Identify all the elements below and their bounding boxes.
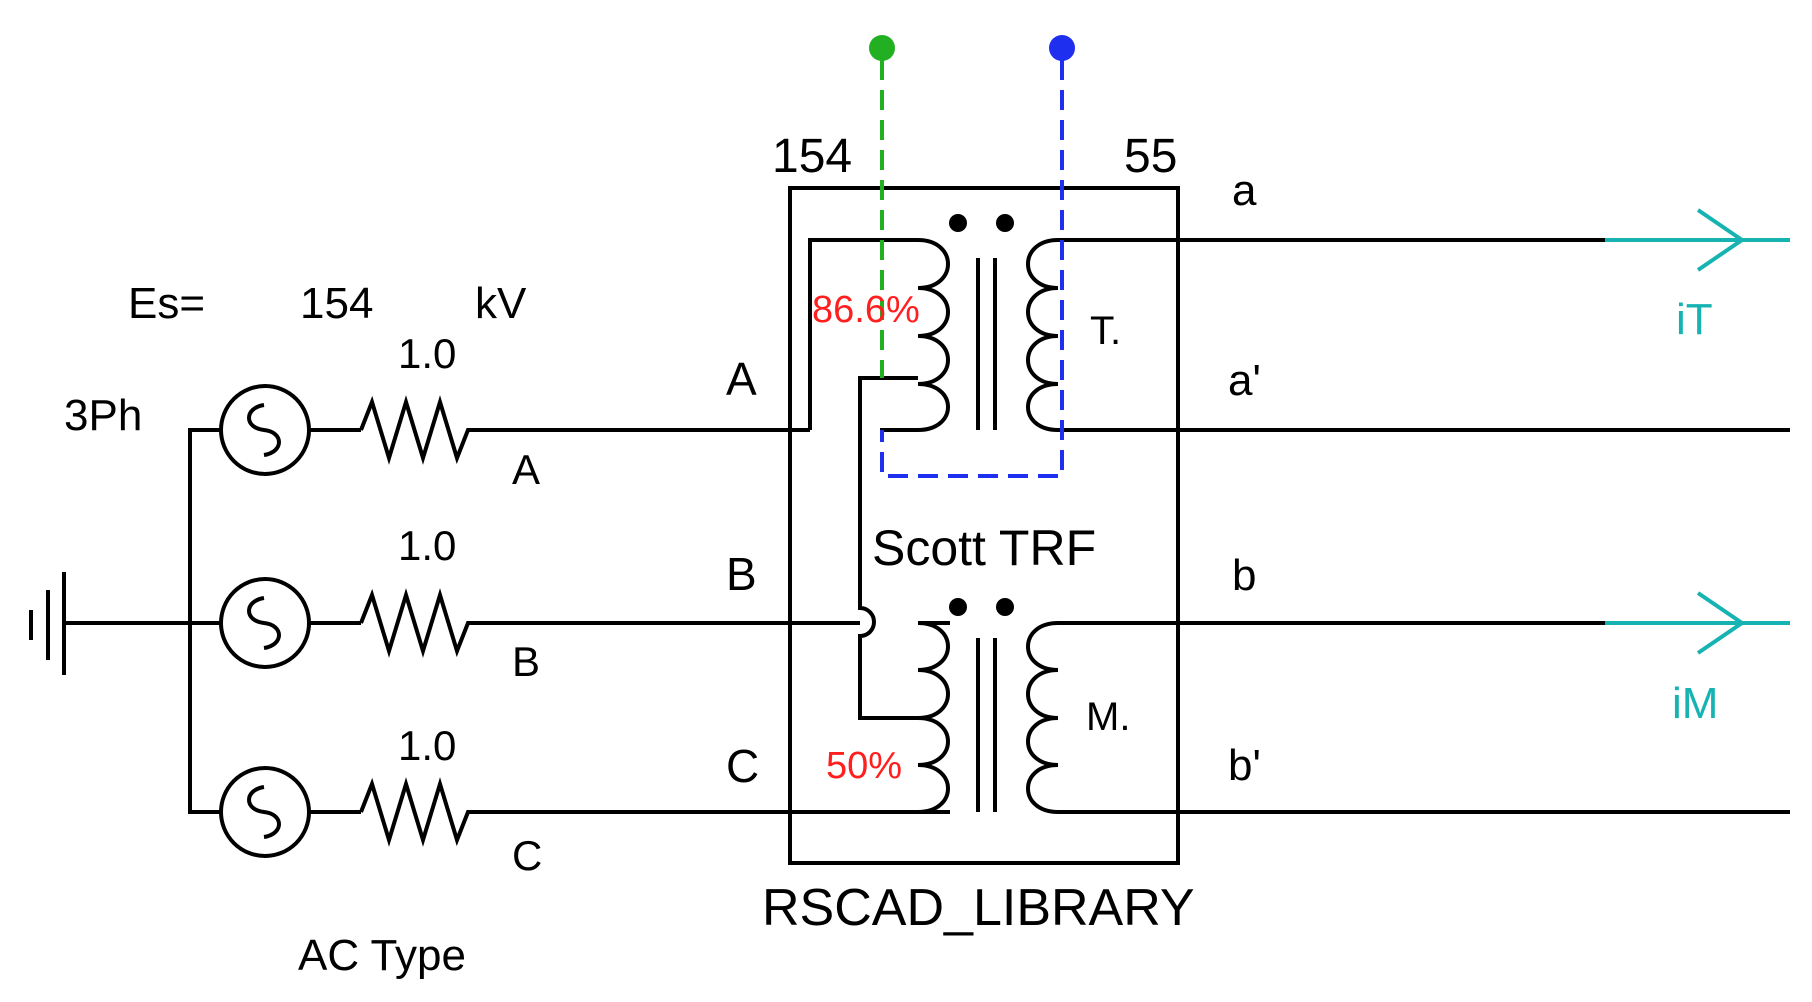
resistor-b: [359, 588, 853, 658]
teaser-primary-lead: [808, 238, 918, 430]
source-phase-label-c: C: [512, 832, 542, 879]
teaser-tap-label: 86.6%: [812, 289, 920, 331]
current-label-teaser: iT: [1676, 295, 1713, 344]
source-phase-c: [219, 766, 950, 858]
polarity-dot: [996, 598, 1014, 616]
secondary-voltage: 55: [1124, 130, 1177, 183]
type-label: AC Type: [298, 931, 466, 980]
current-arrow-icon-t: [1605, 208, 1790, 272]
es-value: 154: [300, 279, 373, 328]
main-primary-coil: [917, 621, 950, 814]
resistor-c: [359, 777, 950, 847]
es-label: Es=: [128, 279, 205, 328]
current-arrow-icon-m: [1605, 591, 1790, 655]
resistance-b: 1.0: [398, 522, 456, 569]
current-label-main: iM: [1672, 679, 1718, 728]
resistor-a: [359, 395, 810, 465]
ground-icon: [29, 572, 190, 675]
sine-wave-icon: [247, 596, 281, 650]
transformer-box: [788, 186, 1180, 865]
output-label-b-prime: b': [1228, 741, 1261, 790]
probe-icon: [869, 35, 895, 61]
teaser-label: T.: [1090, 309, 1121, 353]
midpoint-lead: [858, 376, 918, 720]
source-phase-a: [219, 384, 810, 476]
polarity-dot: [996, 214, 1014, 232]
output-label-a-prime: a': [1228, 356, 1261, 405]
probe-icon: [1049, 35, 1075, 61]
resistance-a: 1.0: [398, 330, 456, 377]
input-phase-a: A: [726, 353, 757, 405]
input-phase-c: C: [726, 740, 759, 792]
output-label-b: b: [1232, 551, 1256, 600]
teaser-primary-coil: [917, 238, 950, 432]
source-phase-label-a: A: [512, 446, 540, 493]
main-secondary-coil: [1026, 621, 1059, 814]
source-phase-b: [190, 577, 853, 669]
primary-voltage: 154: [772, 130, 852, 183]
library-label: RSCAD_LIBRARY: [762, 879, 1195, 937]
main-voltage-probe: [880, 35, 1075, 478]
polarity-dot: [949, 214, 967, 232]
es-unit: kV: [475, 279, 527, 328]
transformer-name: Scott TRF: [872, 520, 1096, 576]
resistance-c: 1.0: [398, 722, 456, 769]
main-label: M.: [1086, 695, 1130, 739]
sine-wave-icon: [247, 785, 281, 839]
input-phase-b: B: [726, 548, 757, 600]
source-phase-label-b: B: [512, 638, 540, 685]
phase-label: 3Ph: [64, 391, 142, 440]
polarity-dot: [949, 598, 967, 616]
main-tap-label: 50%: [826, 745, 902, 787]
teaser-secondary-coil: [1026, 238, 1059, 432]
output-label-a: a: [1232, 166, 1257, 215]
sine-wave-icon: [247, 403, 281, 457]
teaser-voltage-probe: [869, 35, 895, 378]
